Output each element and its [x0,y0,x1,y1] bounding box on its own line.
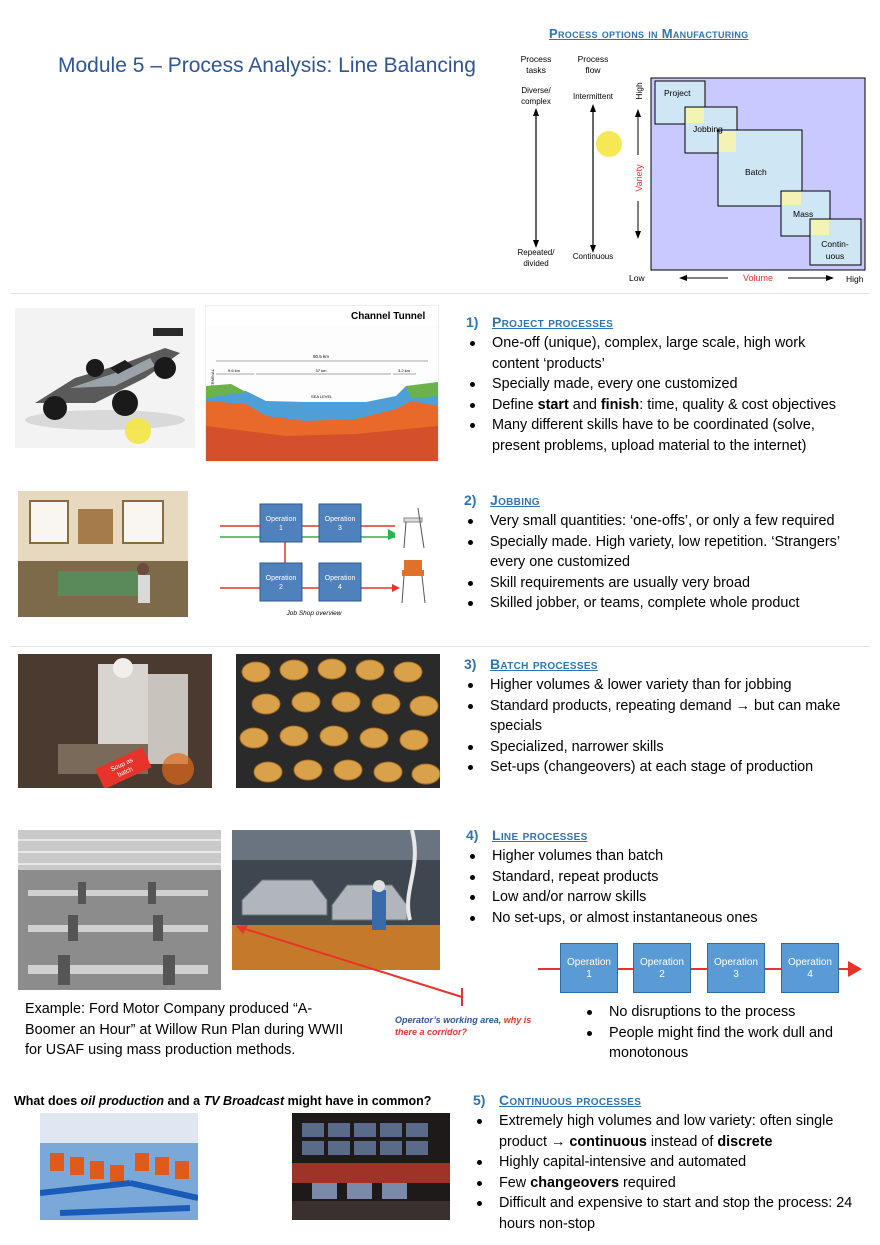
list-item: Specially made, every one customized [466,374,856,395]
list-item: Extremely high volumes and low variety: … [473,1111,863,1152]
dist-right: 3.2 km [398,368,411,373]
axis-y-high: High [634,82,644,100]
box-jobbing: Jobbing [693,124,723,134]
dist-total: 50.5 km [313,354,329,359]
list-item: Specialized, narrower skills [464,737,864,758]
tasks-bottom-2: divided [523,259,548,268]
job-op-4: Operation [325,575,356,582]
list-item: People might find the work dull and mono… [583,1023,868,1064]
col-flow-line2: flow [585,65,601,75]
car-assembly-image [232,830,440,970]
willow-run-image [18,830,221,990]
list-item: Skill requirements are usually very broa… [464,573,859,594]
divider [10,293,870,294]
ford-caption: Example: Ford Motor Company produced “A-… [25,1001,344,1058]
section-1-bullets: One-off (unique), complex, large scale, … [466,333,856,456]
axis-x-high: High [846,274,864,284]
list-item: Standard products, repeating demand → bu… [464,696,864,737]
uk-terminal-label: UK TERMINAL [210,368,215,396]
tv-control-room-image [292,1113,450,1220]
oil-question: What does oil production and a TV Broadc… [14,1094,432,1108]
list-item: Higher volumes than batch [466,846,856,867]
box-continuous-1: Contin- [821,239,849,249]
process-options-diagram: Process tasks Process flow Diverse/ comp… [518,54,866,284]
section-3-heading: 3)Batch processes [464,656,598,672]
oil-plant-image [40,1113,198,1220]
box-batch: Batch [745,167,767,177]
f1-car-image [15,308,195,448]
diagram-title: Process options in Manufacturing [549,26,749,41]
list-item: Many different skills have to be coordin… [466,415,856,456]
tasks-top-2: complex [521,97,551,106]
axis-x-low: Low [629,273,645,283]
croissants-image [236,654,440,788]
sea-level-label: SEA LEVEL [311,394,333,399]
tasks-bottom-1: Repeated/ [518,248,556,257]
channel-tunnel-image: Channel Tunnel 50.5 km 9.6 km 37 km 3.2 … [205,305,439,462]
list-item: Difficult and expensive to start and sto… [473,1193,863,1234]
list-item: Set-ups (changeovers) at each stage of p… [464,757,864,778]
job-shop-caption: Job Shop overview [286,610,343,617]
workshop-image [18,491,188,617]
list-item: One-off (unique), complex, large scale, … [466,333,856,374]
list-item: No disruptions to the process [583,1002,868,1023]
section-5-bullets: Extremely high volumes and low variety: … [473,1111,863,1234]
section-3-bullets: Higher volumes & lower variety than for … [464,675,864,778]
job-op-3: Operation [325,516,356,523]
section-4-bullets: Higher volumes than batch Standard, repe… [466,846,856,928]
kitchen-image: Soup as batch [18,654,212,788]
job-op-2: Operation [266,575,297,582]
list-item: Higher volumes & lower variety than for … [464,675,864,696]
section-1-heading: 1)Project processes [466,314,614,330]
list-item: Very small quantities: ‘one-offs’, or on… [464,511,859,532]
list-item: Low and/or narrow skills [466,887,856,908]
section-4-heading: 4)Line processes [466,827,588,843]
axis-y-label: Variety [634,164,644,192]
corridor-arrow [236,925,463,1006]
section-2-bullets: Very small quantities: ‘one-offs’, or on… [464,511,859,614]
job-op-1: Operation [266,516,297,523]
flow-top: Intermittent [573,92,614,101]
list-item: Standard, repeat products [466,867,856,888]
svg-text:3: 3 [338,525,342,532]
svg-text:1: 1 [279,525,283,532]
job-shop-image: Operation 1 Operation 3 Operation 2 Oper… [220,488,448,618]
cursor-highlight-icon [596,131,622,157]
divider [10,646,870,647]
dist-left: 9.6 km [228,368,241,373]
channel-tunnel-label: Channel Tunnel [351,311,425,322]
svg-text:4: 4 [338,584,342,591]
dist-mid: 37 km [316,368,328,373]
page-title: Module 5 – Process Analysis: Line Balanc… [58,54,476,77]
list-item: Few changeovers required [473,1173,863,1194]
list-item: Define start and finish: time, quality &… [466,395,856,416]
section-5-heading: 5)Continuous processes [473,1092,642,1108]
list-item: Skilled jobber, or teams, complete whole… [464,593,859,614]
tasks-top-1: Diverse/ [521,86,551,95]
col-flow-line1: Process [578,54,609,64]
box-continuous-2: uous [826,251,844,261]
list-item: No set-ups, or almost instantaneous ones [466,908,856,929]
svg-text:2: 2 [279,584,283,591]
section-4-bullets-2: No disruptions to the process People mig… [583,1002,868,1064]
box-project: Project [664,88,691,98]
flow-bottom: Continuous [573,252,613,261]
col-tasks-line2: tasks [526,65,546,75]
operator-note: Operator’s working area, why is there a … [395,1015,532,1037]
col-tasks-line1: Process [521,54,552,64]
list-item: Highly capital-intensive and automated [473,1152,863,1173]
section-2-heading: 2)Jobbing [464,492,540,508]
list-item: Specially made. High variety, low repeti… [464,532,859,573]
axis-x-label: Volume [743,273,773,283]
box-mass: Mass [793,209,813,219]
